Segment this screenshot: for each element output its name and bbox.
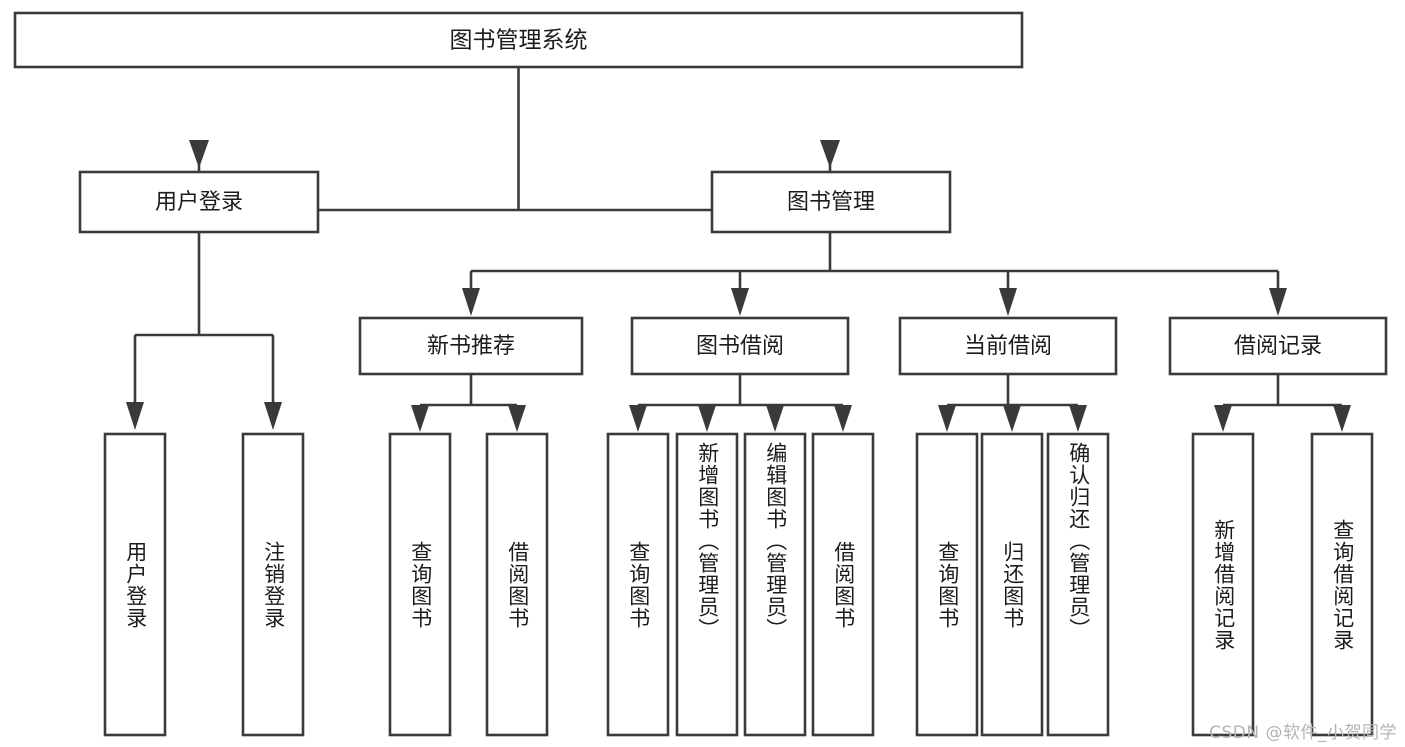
arrow-to-new-book-rec xyxy=(462,288,480,316)
arrow-to-leaf-query-book-2 xyxy=(629,405,647,432)
arrow-to-leaf-confirm-return xyxy=(1069,405,1087,432)
leaf-box-layer xyxy=(103,432,1374,737)
arrow-to-leaf-return-book xyxy=(1003,405,1021,432)
node-current-borrow[interactable]: 当前借阅 xyxy=(898,316,1118,376)
leaf-box-query-book-1[interactable] xyxy=(388,432,452,737)
node-borrow-record-label: 借阅记录 xyxy=(1234,334,1322,359)
leaf-box-add-book[interactable] xyxy=(675,432,739,737)
node-book-borrow-box[interactable] xyxy=(630,316,850,376)
node-current-borrow-box[interactable] xyxy=(898,316,1118,376)
leaf-box-query-record[interactable] xyxy=(1310,432,1374,737)
arrow-to-leaf-user-login xyxy=(126,402,144,430)
arrow-to-leaf-query-book-1 xyxy=(411,405,429,432)
node-new-book-rec[interactable]: 新书推荐 xyxy=(358,316,584,376)
arrow-to-leaf-borrow-book-2 xyxy=(834,405,852,432)
leaf-box-query-book-2[interactable] xyxy=(606,432,670,737)
leaf-box-confirm-return[interactable] xyxy=(1046,432,1110,737)
arrow-to-leaf-add-record xyxy=(1214,405,1232,432)
arrow-to-borrow-record xyxy=(1269,288,1287,316)
leaf-box-borrow-book-2[interactable] xyxy=(811,432,875,737)
arrow-to-book-manage xyxy=(820,140,840,168)
node-new-book-rec-label: 新书推荐 xyxy=(427,334,515,359)
arrow-to-leaf-add-book xyxy=(698,405,716,432)
node-user-login-label: 用户登录 xyxy=(155,190,243,215)
arrow-to-leaf-query-book-3 xyxy=(938,405,956,432)
leaf-box-edit-book[interactable] xyxy=(743,432,807,737)
arrow-to-current-borrow xyxy=(999,288,1017,316)
arrow-to-leaf-borrow-book-1 xyxy=(508,405,526,432)
node-book-borrow[interactable]: 图书借阅 xyxy=(630,316,850,376)
node-user-login-box[interactable] xyxy=(78,170,320,234)
leaf-box-add-record[interactable] xyxy=(1191,432,1255,737)
arrow-to-book-borrow xyxy=(731,288,749,316)
csdn-watermark: CSDN @软件_小贺同学 xyxy=(1209,723,1397,743)
arrow-to-leaf-query-record xyxy=(1333,405,1351,432)
node-root-box[interactable] xyxy=(13,11,1024,69)
node-borrow-record-box[interactable] xyxy=(1168,316,1388,376)
node-root[interactable]: 图书管理系统 xyxy=(13,11,1024,69)
node-current-borrow-label: 当前借阅 xyxy=(964,334,1052,359)
node-book-manage[interactable]: 图书管理 xyxy=(710,170,952,234)
node-book-manage-label: 图书管理 xyxy=(787,190,875,215)
leaf-box-logout[interactable] xyxy=(241,432,305,737)
connector-layer xyxy=(126,67,1351,432)
node-book-borrow-label: 图书借阅 xyxy=(696,334,784,359)
leaf-box-query-book-3[interactable] xyxy=(915,432,979,737)
arrow-to-leaf-logout xyxy=(264,402,282,430)
node-root-label: 图书管理系统 xyxy=(450,28,588,54)
arrow-to-leaf-edit-book xyxy=(766,405,784,432)
leaf-box-borrow-book-1[interactable] xyxy=(485,432,549,737)
node-borrow-record[interactable]: 借阅记录 xyxy=(1168,316,1388,376)
arrow-to-user-login xyxy=(189,140,209,168)
leaf-box-return-book[interactable] xyxy=(980,432,1044,737)
node-new-book-rec-box[interactable] xyxy=(358,316,584,376)
node-book-manage-box[interactable] xyxy=(710,170,952,234)
node-user-login[interactable]: 用户登录 xyxy=(78,170,320,234)
leaf-box-user-login[interactable] xyxy=(103,432,167,737)
